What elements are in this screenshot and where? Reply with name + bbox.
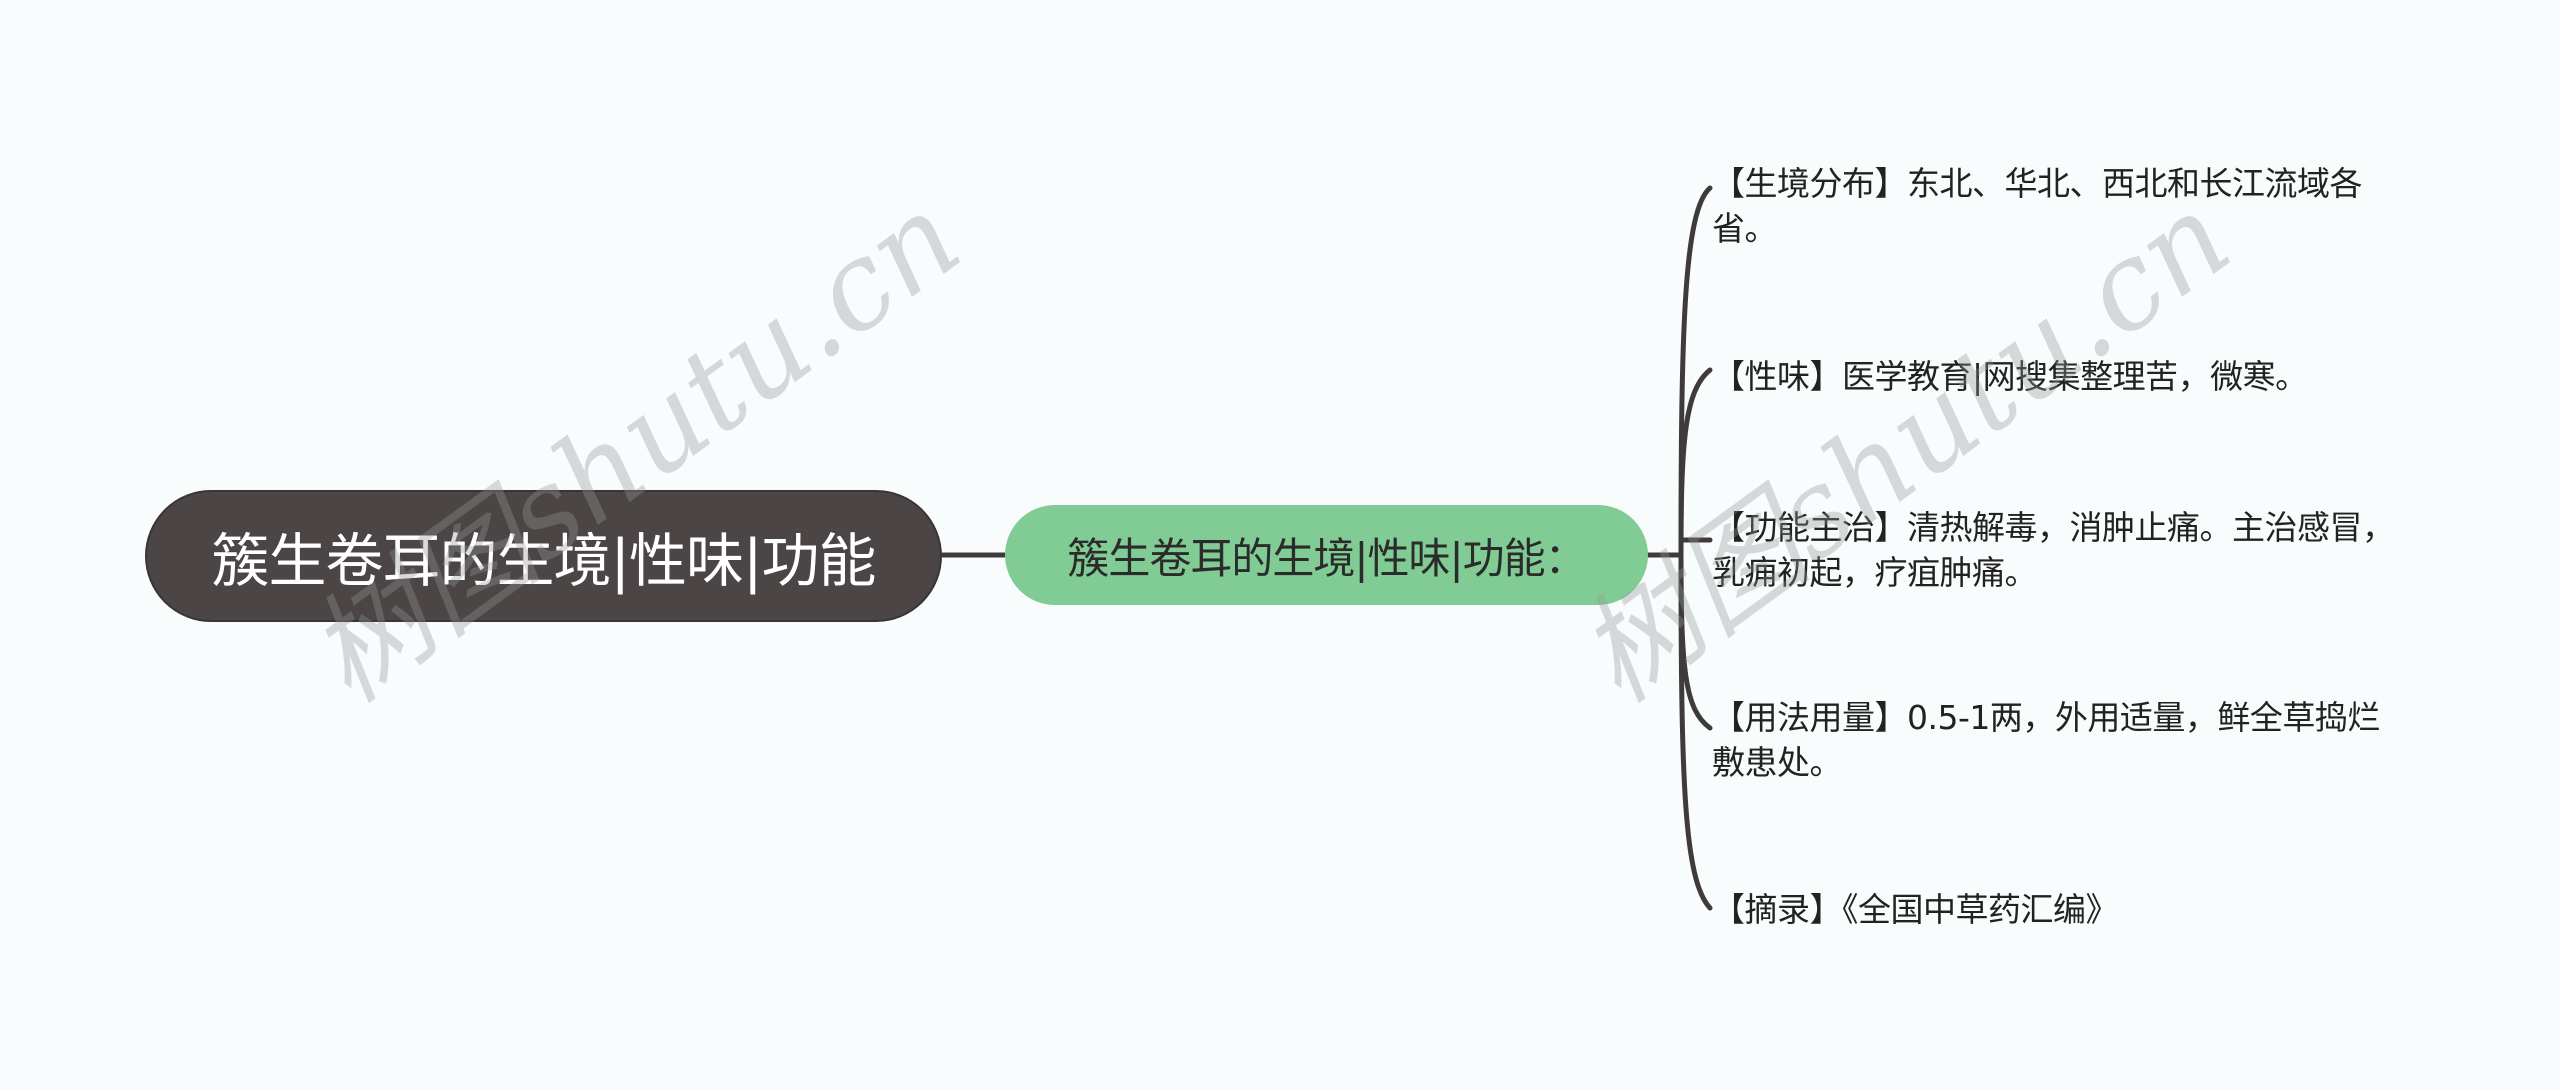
leaf-usage-dosage[interactable]: 【用法用量】0.5-1两，外用适量，鲜全草捣烂敷患处。 <box>1712 698 2380 782</box>
branch-node[interactable]: 簇生卷耳的生境|性味|功能： <box>1005 505 1648 605</box>
root-node[interactable]: 簇生卷耳的生境|性味|功能 <box>145 490 942 622</box>
leaf-habitat[interactable]: 【生境分布】东北、华北、西北和长江流域各省。 <box>1712 164 2363 248</box>
leaf-functions[interactable]: 【功能主治】清热解毒，消肿止痛。主治感冒，乳痈初起，疗疽肿痛。 <box>1712 508 2395 592</box>
leaf-source[interactable]: 【摘录】《全国中草药汇编》 <box>1712 890 2119 929</box>
leaf-nature-flavor[interactable]: 【性味】医学教育|网搜集整理苦，微寒。 <box>1712 357 2308 396</box>
root-node-label: 簇生卷耳的生境|性味|功能 <box>211 527 876 595</box>
branch-node-label: 簇生卷耳的生境|性味|功能： <box>1067 533 1586 583</box>
